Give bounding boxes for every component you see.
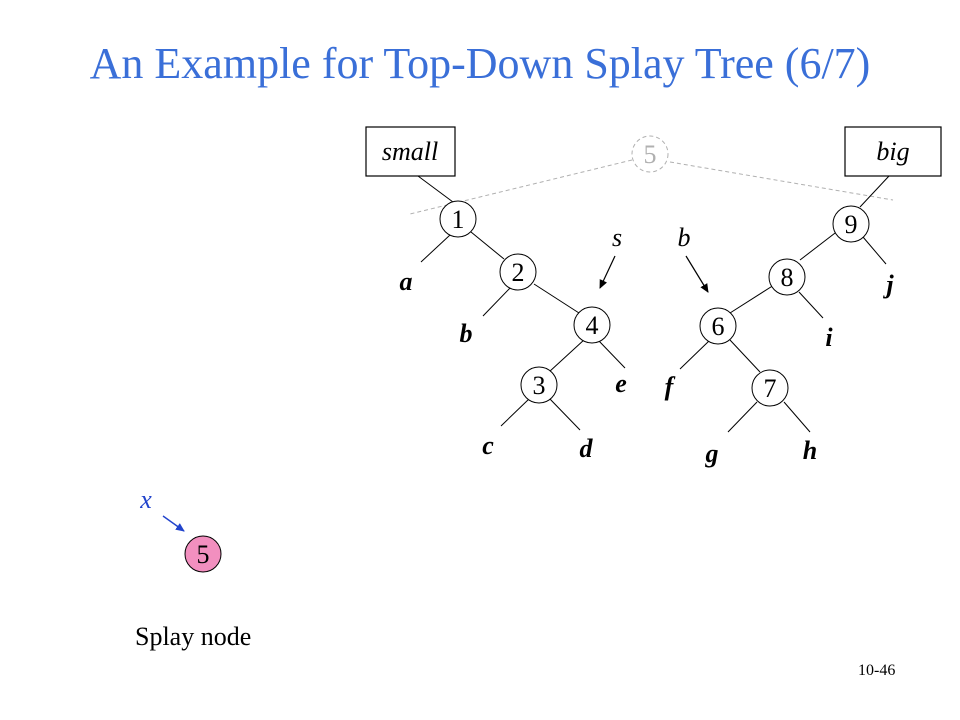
node-7: 7: [751, 369, 789, 407]
subtree-d: d: [580, 434, 594, 463]
node-9: 9: [832, 205, 870, 243]
ghost-link-right: [669, 161, 894, 201]
subtree-i: i: [825, 323, 833, 352]
node-3-label: 3: [533, 371, 546, 400]
page-number: 10-46: [858, 662, 896, 679]
pointer-x-label: x: [139, 485, 152, 514]
pointer-b-arrow: [685, 255, 709, 293]
node-9-label: 9: [845, 210, 858, 239]
node-4-label: 4: [586, 311, 599, 340]
right-tree-edges: [679, 175, 890, 433]
subtree-a: a: [400, 267, 413, 296]
node-6: 6: [699, 307, 737, 345]
small-box: small: [365, 126, 456, 177]
node-1-label: 1: [452, 205, 465, 234]
splay-node-label: 5: [197, 540, 210, 569]
big-box-label: big: [876, 137, 909, 166]
ghost-root: 5: [409, 135, 894, 215]
node-2-label: 2: [512, 258, 525, 287]
subtree-j: j: [882, 270, 894, 299]
pointer-s-label: s: [612, 223, 622, 252]
node-8-label: 8: [781, 263, 794, 292]
pointer-s-arrow: [599, 255, 616, 289]
slide-title: An Example for Top-Down Splay Tree (6/7): [89, 39, 871, 88]
node-7-label: 7: [764, 374, 777, 403]
splay-node: 5: [184, 535, 222, 573]
left-tree-edges: [417, 175, 626, 431]
pointer-b: b: [678, 223, 709, 293]
subtree-f: f: [665, 372, 676, 401]
splay-node-caption: Splay node: [135, 622, 252, 651]
node-2: 2: [499, 253, 537, 291]
pointer-x: x: [139, 485, 185, 532]
subtree-c: c: [482, 431, 494, 460]
node-6-label: 6: [712, 312, 725, 341]
small-box-label: small: [382, 137, 438, 166]
big-box: big: [844, 126, 942, 177]
subtree-b: b: [460, 319, 473, 348]
subtree-h: h: [803, 436, 817, 465]
node-3: 3: [520, 366, 558, 404]
pointer-s: s: [599, 223, 622, 289]
node-8: 8: [768, 258, 806, 296]
node-4: 4: [573, 306, 611, 344]
right-subtree-labels: j i f g h: [665, 270, 895, 468]
subtree-e: e: [615, 369, 627, 398]
left-subtree-labels: a b e c d: [400, 267, 627, 463]
node-1: 1: [439, 200, 477, 238]
pointer-b-label: b: [678, 223, 691, 252]
ghost-node-label: 5: [644, 140, 657, 169]
pointer-x-arrow: [162, 515, 185, 532]
subtree-g: g: [705, 439, 719, 468]
